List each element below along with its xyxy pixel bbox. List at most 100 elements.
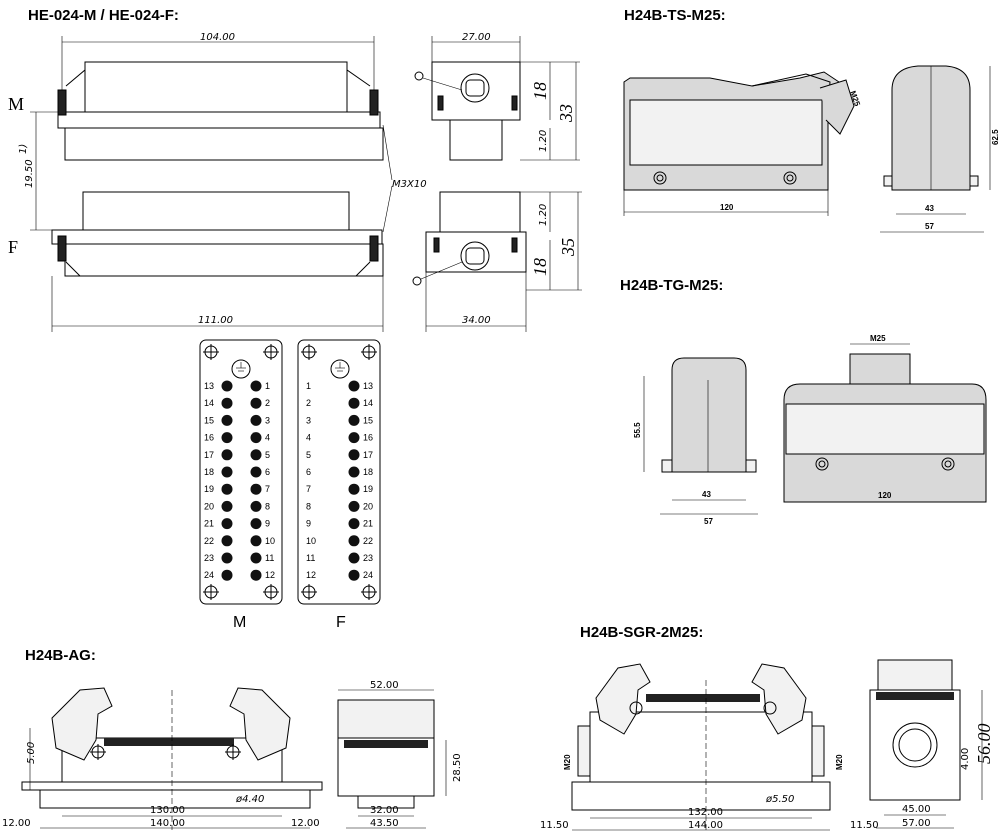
pin-label: 1 bbox=[265, 381, 270, 391]
pin-label: 21 bbox=[204, 519, 214, 529]
svg-text:27.00: 27.00 bbox=[462, 32, 491, 43]
pin-contact bbox=[221, 380, 233, 392]
svg-text:55.5: 55.5 bbox=[633, 422, 642, 438]
dim-gap: 19.50 1) bbox=[18, 112, 37, 230]
dim-34: 34.00 bbox=[425, 272, 527, 332]
pin-label: 5 bbox=[265, 450, 270, 460]
svg-text:1.20: 1.20 bbox=[538, 130, 549, 152]
pin-label: 12 bbox=[306, 570, 316, 580]
svg-text:18: 18 bbox=[530, 82, 550, 100]
pin-label: 13 bbox=[363, 381, 373, 391]
pin-contact bbox=[221, 535, 233, 547]
pin-contact bbox=[348, 500, 360, 512]
pin-contact bbox=[250, 569, 262, 581]
svg-text:33: 33 bbox=[556, 104, 576, 123]
pin-label: 17 bbox=[204, 450, 214, 460]
svg-text:111.00: 111.00 bbox=[198, 315, 233, 326]
svg-text:18: 18 bbox=[530, 258, 550, 276]
dims-side-vertical: 18 33 1.20 1.20 18 35 bbox=[520, 61, 582, 291]
insert-male-side bbox=[414, 61, 521, 161]
svg-text:1.20: 1.20 bbox=[538, 204, 549, 226]
pin-label: 20 bbox=[363, 501, 373, 511]
pin-label: 7 bbox=[265, 484, 270, 494]
pin-label: 22 bbox=[363, 536, 373, 546]
svg-text:12.00: 12.00 bbox=[291, 818, 320, 829]
pin-contact bbox=[250, 414, 262, 426]
pin-label: 17 bbox=[363, 450, 373, 460]
svg-text:140.00: 140.00 bbox=[150, 818, 185, 829]
pin-label: 13 bbox=[204, 381, 214, 391]
insert-female-front bbox=[30, 191, 384, 277]
svg-text:104.00: 104.00 bbox=[200, 32, 235, 43]
svg-text:5.00: 5.00 bbox=[26, 742, 37, 764]
pin-label: 21 bbox=[363, 519, 373, 529]
svg-text:4.00: 4.00 bbox=[960, 748, 971, 770]
pin-contact bbox=[250, 466, 262, 478]
pin-contact bbox=[348, 380, 360, 392]
svg-text:11.50: 11.50 bbox=[540, 820, 569, 831]
pin-contact bbox=[348, 466, 360, 478]
pin-contact bbox=[250, 449, 262, 461]
pin-contact bbox=[221, 414, 233, 426]
pin-contact bbox=[250, 397, 262, 409]
pin-contact bbox=[221, 466, 233, 478]
svg-text:120: 120 bbox=[878, 491, 892, 500]
svg-text:11.50: 11.50 bbox=[850, 820, 879, 831]
label-insert-m: M bbox=[8, 94, 24, 114]
title-ts: H24B-TS-M25: bbox=[624, 7, 726, 24]
screw-callout: M3X10 bbox=[382, 124, 427, 233]
svg-text:57: 57 bbox=[925, 222, 934, 231]
pin-label: 4 bbox=[306, 433, 311, 443]
pin-contact bbox=[221, 500, 233, 512]
svg-text:35: 35 bbox=[558, 238, 578, 257]
pin-contact bbox=[348, 432, 360, 444]
pinout-label-f: F bbox=[336, 614, 346, 631]
pin-label: 23 bbox=[204, 553, 214, 563]
pin-label: 19 bbox=[363, 484, 373, 494]
pin-label: 1 bbox=[306, 381, 311, 391]
svg-text:12.00: 12.00 bbox=[2, 818, 31, 829]
pin-label: 6 bbox=[306, 467, 311, 477]
svg-text:43: 43 bbox=[925, 204, 934, 213]
svg-text:ø5.50: ø5.50 bbox=[765, 794, 794, 805]
pin-contact bbox=[250, 552, 262, 564]
svg-text:144.00: 144.00 bbox=[688, 820, 723, 831]
pin-label: 14 bbox=[363, 398, 373, 408]
pin-label: 16 bbox=[363, 433, 373, 443]
title-ag: H24B-AG: bbox=[25, 647, 96, 664]
pin-contact bbox=[221, 432, 233, 444]
hood-tg-side: 55.5 43 57 bbox=[633, 357, 758, 526]
label-insert-f: F bbox=[8, 237, 18, 257]
pin-contact bbox=[348, 414, 360, 426]
svg-text:62.5: 62.5 bbox=[991, 129, 1000, 145]
pin-label: 11 bbox=[265, 553, 274, 563]
pin-label: 24 bbox=[204, 570, 214, 580]
svg-text:32.00: 32.00 bbox=[370, 805, 399, 816]
pin-label: 15 bbox=[204, 415, 214, 425]
svg-text:52.00: 52.00 bbox=[370, 680, 399, 691]
pin-label: 18 bbox=[204, 467, 214, 477]
svg-text:19.50: 19.50 bbox=[24, 159, 35, 188]
pin-contact bbox=[250, 518, 262, 530]
pin-label: 2 bbox=[265, 398, 270, 408]
dim-104: 104.00 bbox=[61, 32, 375, 90]
pin-contact bbox=[250, 483, 262, 495]
pin-label: 7 bbox=[306, 484, 311, 494]
pinout-label-m: M bbox=[233, 614, 246, 631]
svg-text:M25: M25 bbox=[870, 334, 886, 343]
svg-text:M20: M20 bbox=[563, 754, 572, 770]
pin-contact bbox=[348, 535, 360, 547]
hood-ts-front: 120 M25 bbox=[623, 71, 862, 216]
housing-sgr-side: 45.00 57.00 4.00 56.00 bbox=[869, 659, 994, 829]
housing-sgr-front: M20 M20 132.00 144.00 ø5.50 11.50 11.50 bbox=[540, 663, 879, 832]
pin-label: 3 bbox=[306, 415, 311, 425]
pin-label: 10 bbox=[306, 536, 316, 546]
pin-contact bbox=[348, 483, 360, 495]
svg-text:130.00: 130.00 bbox=[150, 805, 185, 816]
svg-text:34.00: 34.00 bbox=[462, 315, 491, 326]
pin-contact bbox=[250, 535, 262, 547]
svg-text:120: 120 bbox=[720, 203, 734, 212]
title-tg: H24B-TG-M25: bbox=[620, 277, 723, 294]
